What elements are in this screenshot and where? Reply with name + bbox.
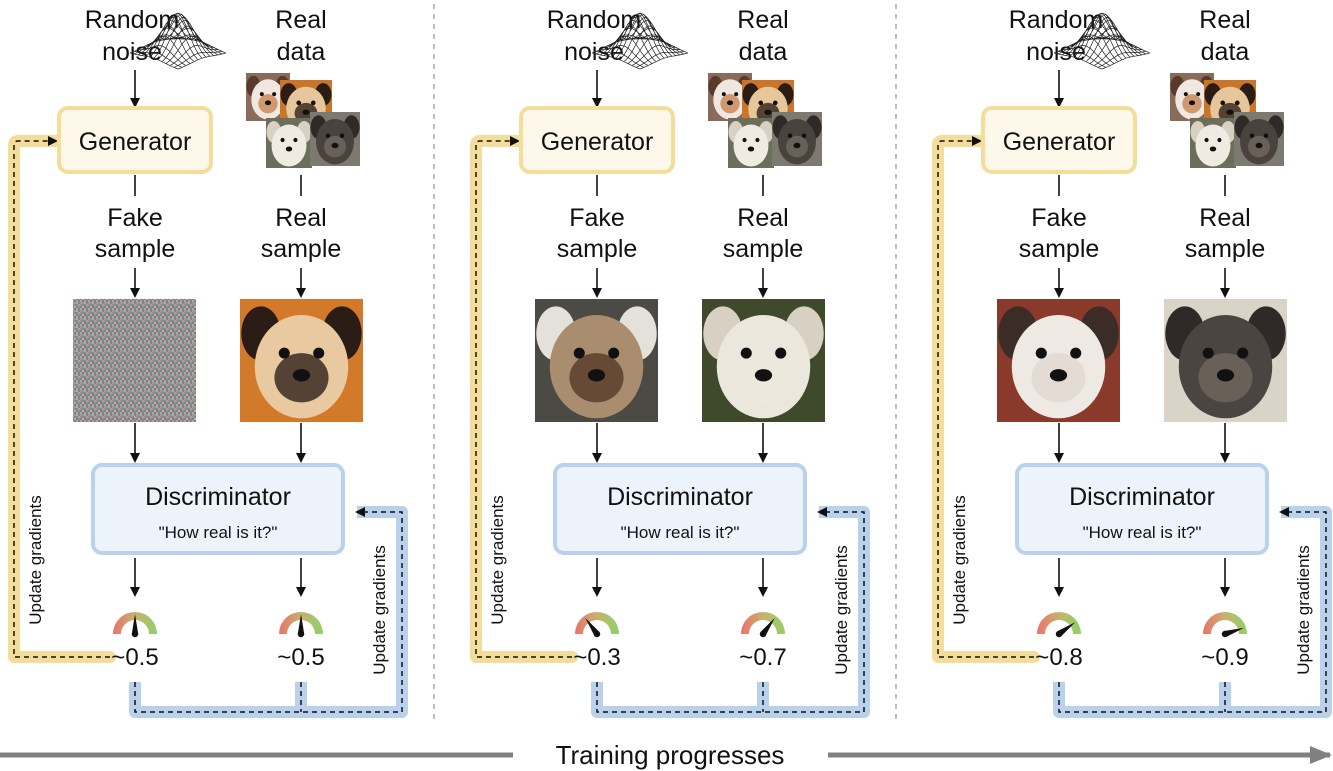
real-data-label-line2: data (1201, 38, 1250, 66)
discriminator-feedback-path (596, 507, 865, 713)
thumbnail-image (772, 112, 822, 166)
fake-sample-label-line1: Fake (107, 204, 163, 232)
gauge-needle (297, 614, 305, 634)
generator-box (57, 106, 213, 174)
generator-feedback-path (937, 136, 1034, 658)
thumbnail-image (1190, 118, 1236, 168)
real-data-label-line1: Real (275, 6, 326, 34)
thumbnail-image (728, 118, 774, 168)
fake-score-gauge (113, 612, 157, 638)
real-score-gauge (741, 612, 785, 638)
discriminator-box (1015, 463, 1269, 555)
real-data-label-line1: Real (737, 6, 788, 34)
real-sample-label-line1: Real (737, 204, 788, 232)
real-sample-label-line2: sample (261, 235, 342, 263)
thumbnail-image (266, 118, 312, 168)
real-sample-label-line2: sample (723, 235, 804, 263)
gauge-arc (113, 612, 157, 634)
real-sample-label-line1: Real (1199, 204, 1250, 232)
panel-1: RandomnoiseRealdataGeneratorFakesampleRe… (8, 6, 408, 718)
discriminator-box (553, 463, 807, 555)
panel-3: RandomnoiseRealdataGeneratorFakesampleRe… (932, 6, 1332, 718)
real-data-thumbnails (708, 73, 822, 168)
discriminator-box (91, 463, 345, 555)
fake-sample-image (535, 299, 658, 422)
discriminator-update-label: Update gradients (832, 545, 851, 674)
discriminator-feedback-path (134, 507, 403, 713)
generator-box (981, 106, 1137, 174)
real-data-label-line2: data (277, 38, 326, 66)
gaussian-noise-icon (129, 12, 227, 70)
real-sample-label-line2: sample (1185, 235, 1266, 263)
real-score-value: ~0.7 (739, 644, 786, 671)
generator-box (519, 106, 675, 174)
real-score-gauge (1203, 612, 1247, 638)
gauge-arc (1037, 612, 1081, 634)
generator-update-label: Update gradients (26, 495, 45, 624)
gauge-arc (279, 612, 323, 634)
discriminator-question: "How real is it?" (621, 523, 740, 542)
discriminator-update-label: Update gradients (1294, 545, 1313, 674)
fake-score-value: ~0.5 (111, 644, 158, 671)
generator-label: Generator (79, 128, 192, 156)
real-score-gauge (279, 612, 323, 638)
gauge-arc (1203, 612, 1247, 634)
fake-sample-label-line2: sample (1019, 235, 1100, 263)
fake-sample-image (997, 299, 1120, 422)
fake-score-gauge (575, 612, 619, 638)
discriminator-label: Discriminator (607, 483, 753, 511)
real-data-label-line1: Real (1199, 6, 1250, 34)
generator-label: Generator (1003, 128, 1116, 156)
fake-sample-label-line2: sample (557, 235, 638, 263)
generator-feedback-path (475, 136, 572, 658)
generator-update-label: Update gradients (950, 495, 969, 624)
thumbnail-image (1234, 112, 1284, 166)
panel-2: RandomnoiseRealdataGeneratorFakesampleRe… (470, 6, 870, 718)
fake-score-value: ~0.8 (1035, 644, 1082, 671)
real-data-thumbnails (1170, 73, 1284, 168)
discriminator-label: Discriminator (145, 483, 291, 511)
discriminator-label: Discriminator (1069, 483, 1215, 511)
discriminator-question: "How real is it?" (159, 523, 278, 542)
fake-sample-label-line1: Fake (1031, 204, 1087, 232)
gauge-arc (575, 612, 619, 634)
fake-sample-label-line1: Fake (569, 204, 625, 232)
footer: Training progresses (0, 740, 1332, 770)
real-sample-image (240, 299, 363, 422)
gaussian-noise-icon (591, 12, 689, 70)
fake-sample-label-line2: sample (95, 235, 176, 263)
discriminator-feedback-path (1058, 507, 1327, 713)
gauge-arc (741, 612, 785, 634)
real-data-thumbnails (246, 73, 360, 168)
thumbnail-image (246, 73, 290, 121)
generator-label: Generator (541, 128, 654, 156)
real-data-label-line2: data (739, 38, 788, 66)
panels: RandomnoiseRealdataGeneratorFakesampleRe… (8, 4, 1332, 722)
fake-score-gauge (1037, 612, 1081, 638)
gauge-needle (1224, 627, 1245, 638)
fake-score-value: ~0.3 (573, 644, 620, 671)
thumbnail-image (310, 112, 360, 166)
discriminator-question: "How real is it?" (1083, 523, 1202, 542)
real-score-value: ~0.9 (1201, 644, 1248, 671)
generator-feedback-path (13, 136, 110, 658)
gaussian-noise-icon (1053, 12, 1151, 70)
real-sample-image (702, 299, 825, 422)
generator-update-label: Update gradients (488, 495, 507, 624)
training-progresses-label: Training progresses (556, 740, 785, 770)
fake-sample-image (73, 299, 196, 422)
real-score-value: ~0.5 (277, 644, 324, 671)
real-sample-image (1164, 299, 1287, 422)
discriminator-update-label: Update gradients (370, 545, 389, 674)
real-sample-label-line1: Real (275, 204, 326, 232)
gauge-needle (131, 614, 139, 634)
